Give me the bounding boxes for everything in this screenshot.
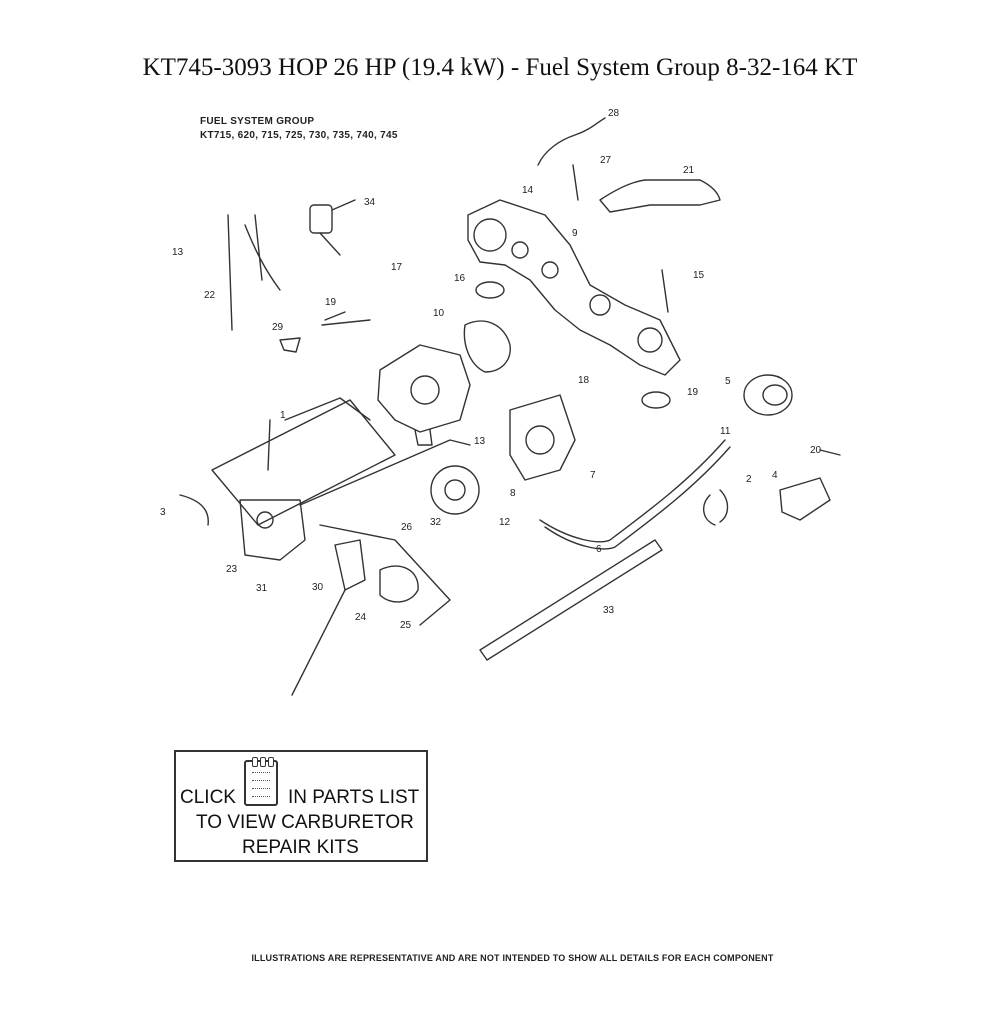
part-bracket-23 xyxy=(239,499,306,561)
part-bracket-24 xyxy=(379,565,419,603)
part-elbow-3 xyxy=(179,494,209,526)
callout-6: 6 xyxy=(596,544,602,555)
callout-24: 24 xyxy=(355,612,367,623)
callout-25: 25 xyxy=(400,620,412,631)
part-air-cleaner-1 xyxy=(211,399,396,526)
part-fuel-line-28 xyxy=(537,117,606,166)
part-gasket-16 xyxy=(475,281,505,299)
part-intake-manifold-14 xyxy=(467,199,681,376)
group-title: FUEL SYSTEM GROUP xyxy=(200,116,315,127)
part-throttle-plate-18 xyxy=(509,394,576,481)
notice-click-label: CLICK xyxy=(180,787,236,808)
callout-32: 32 xyxy=(430,517,442,528)
part-clamp-2 xyxy=(703,489,729,526)
notice-kits-label: REPAIR KITS xyxy=(242,837,359,858)
callout-5: 5 xyxy=(725,376,731,387)
page-title: KT745-3093 HOP 26 HP (19.4 kW) - Fuel Sy… xyxy=(142,54,858,81)
callout-4: 4 xyxy=(772,470,778,481)
callout-31: 31 xyxy=(256,583,268,594)
callout-26: 26 xyxy=(401,522,413,533)
callout-30: 30 xyxy=(312,582,324,593)
callout-28: 28 xyxy=(608,108,620,119)
disclaimer-footer: ILLUSTRATIONS ARE REPRESENTATIVE AND ARE… xyxy=(251,953,774,963)
callout-12: 12 xyxy=(499,517,511,528)
part-bolt-27 xyxy=(572,164,579,201)
callout-10: 10 xyxy=(433,308,445,319)
part-linkage-22 xyxy=(227,214,281,331)
part-clip-29 xyxy=(279,337,301,353)
carburetor-kit-notice: CLICK IN PARTS LIST TO VIEW CARBURETOR R… xyxy=(174,750,428,862)
part-carburetor-11 xyxy=(377,344,471,433)
callout-19: 19 xyxy=(325,297,337,308)
callout-34: 34 xyxy=(364,197,376,208)
callout-11: 11 xyxy=(720,426,731,437)
callout-23: 23 xyxy=(226,564,238,575)
callout-18: 18 xyxy=(578,375,590,386)
callout-22: 22 xyxy=(204,290,216,301)
notice-parts-list-label: IN PARTS LIST xyxy=(288,787,420,808)
callout-33: 33 xyxy=(603,605,615,616)
part-fuel-pump-5 xyxy=(743,374,793,416)
notepad-icon xyxy=(244,757,278,806)
part-screw-20 xyxy=(819,449,841,456)
part-lever-30 xyxy=(334,539,366,591)
part-fuel-filter-4 xyxy=(779,477,831,521)
callout-2: 2 xyxy=(746,474,752,485)
callout-19b: 19 xyxy=(687,387,699,398)
callout-3: 3 xyxy=(160,507,166,518)
callout-27: 27 xyxy=(600,155,612,166)
callout-14: 14 xyxy=(522,185,534,196)
part-panel-26 xyxy=(319,524,451,626)
callout-29: 29 xyxy=(272,322,284,333)
callout-13: 13 xyxy=(172,247,184,258)
callout-21: 21 xyxy=(683,165,695,176)
callout-9: 9 xyxy=(572,228,578,239)
group-models: KT715, 620, 715, 725, 730, 735, 740, 745 xyxy=(200,130,398,141)
part-gasket-19 xyxy=(641,391,671,409)
callout-1: 1 xyxy=(280,410,286,421)
callout-8: 8 xyxy=(510,488,516,499)
callout-7: 7 xyxy=(590,470,596,481)
callout-13b: 13 xyxy=(474,436,486,447)
callout-15: 15 xyxy=(693,270,705,281)
part-solenoid-34 xyxy=(309,204,333,234)
part-rod-19 xyxy=(321,311,371,326)
part-fuel-hose-6 xyxy=(539,439,726,543)
part-spacer-10 xyxy=(463,320,511,373)
part-tube-33 xyxy=(479,539,663,661)
part-intake-pipe-21 xyxy=(599,179,721,213)
callout-17: 17 xyxy=(391,262,403,273)
part-stud-15 xyxy=(661,269,669,313)
callout-16: 16 xyxy=(454,273,466,284)
part-governor-32 xyxy=(430,465,480,515)
callout-20: 20 xyxy=(810,445,822,456)
notice-view-label: TO VIEW CARBURETOR xyxy=(196,812,414,833)
diagram-group-heading: FUEL SYSTEM GROUP KT715, 620, 715, 725, … xyxy=(200,115,398,143)
